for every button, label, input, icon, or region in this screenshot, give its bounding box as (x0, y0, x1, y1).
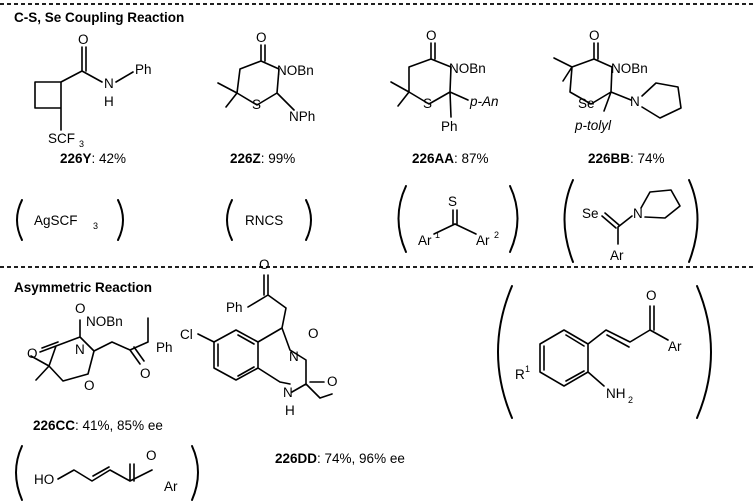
structure-226BB: O NOBn Se N p-tolyl (553, 28, 682, 133)
svg-text:Ph: Ph (226, 300, 243, 315)
reagent-thioketone: S Ar 1 Ar 2 (397, 185, 519, 253)
compound-226Y-label: 226Y: 42% (60, 151, 126, 166)
svg-text:SCF: SCF (48, 131, 75, 146)
svg-text:3: 3 (79, 139, 84, 149)
svg-text:NOBn: NOBn (611, 61, 648, 76)
svg-text:O: O (27, 346, 38, 361)
svg-text:Se: Se (582, 206, 599, 221)
structure-226DD: O Ph Cl N O NOBn N H O (180, 257, 338, 418)
svg-text:1: 1 (525, 364, 530, 374)
svg-text:N: N (283, 385, 293, 400)
svg-text:O: O (140, 366, 151, 381)
svg-text:HO: HO (34, 472, 54, 487)
svg-text:3: 3 (93, 221, 98, 231)
svg-text:NOBn: NOBn (86, 314, 123, 329)
svg-text:N: N (289, 349, 299, 364)
svg-text:NH: NH (606, 386, 626, 401)
svg-text:Ph: Ph (441, 119, 458, 134)
svg-text:2: 2 (628, 395, 633, 405)
svg-text:O: O (589, 28, 600, 43)
svg-text:Ar: Ar (610, 248, 624, 263)
svg-text:O: O (256, 30, 267, 45)
svg-text:N: N (630, 94, 640, 109)
svg-text:O: O (327, 374, 338, 389)
svg-text:Ar: Ar (418, 233, 432, 248)
svg-text:N: N (633, 206, 643, 221)
svg-text:N: N (75, 342, 85, 357)
svg-text:O: O (78, 32, 89, 47)
structure-226AA: O NOBn S p-An Ph (390, 28, 499, 134)
reagent-aminochalcone: R 1 O Ar NH 2 (497, 285, 712, 419)
reagent-selenoamide: Se N Ar (563, 179, 699, 263)
svg-text:1: 1 (435, 230, 440, 240)
compound-226BB-label: 226BB: 74% (588, 151, 665, 166)
compound-226DD-label: 226DD: 74%, 96% ee (275, 451, 405, 466)
svg-text:Ar: Ar (164, 479, 178, 494)
svg-text:Se: Se (578, 96, 595, 111)
svg-text:Ph: Ph (156, 340, 173, 355)
svg-text:S: S (448, 194, 457, 209)
svg-text:O: O (146, 448, 157, 463)
compound-226AA-label: 226AA: 87% (412, 151, 489, 166)
svg-text:H: H (104, 94, 114, 109)
cs-coupling-header: C-S, Se Coupling Reaction (14, 10, 184, 25)
svg-text:Cl: Cl (180, 327, 193, 342)
svg-text:R: R (515, 367, 525, 382)
structure-226CC: O NOBn N O O Ph O (27, 301, 173, 393)
reagent-rncs: RNCS (226, 199, 312, 241)
svg-text:O: O (75, 301, 86, 316)
svg-text:NPh: NPh (289, 109, 315, 124)
svg-text:S: S (423, 96, 432, 111)
svg-text:Ph: Ph (135, 62, 152, 77)
svg-text:RNCS: RNCS (245, 213, 283, 228)
svg-text:NOBn: NOBn (449, 61, 486, 76)
structure-226Z: O NOBn S NPh (217, 30, 315, 124)
asymmetric-header: Asymmetric Reaction (14, 280, 152, 295)
svg-text:S: S (252, 97, 261, 112)
svg-text:NOBn: NOBn (277, 63, 314, 78)
svg-text:O: O (308, 326, 319, 341)
svg-text:Ar: Ar (668, 339, 682, 354)
compound-226Z-label: 226Z: 99% (230, 151, 295, 166)
svg-text:H: H (285, 403, 295, 418)
svg-text:O: O (646, 288, 657, 303)
structure-226Y: O N Ph H SCF 3 (34, 32, 152, 149)
reagent-hydroxy-enone: HO O Ar (15, 445, 199, 501)
svg-text:N: N (104, 76, 114, 91)
svg-text:p-tolyl: p-tolyl (574, 118, 612, 133)
svg-text:2: 2 (494, 230, 499, 240)
svg-text:O: O (259, 257, 270, 272)
compound-226CC-label: 226CC: 41%, 85% ee (33, 418, 163, 433)
svg-text:AgSCF: AgSCF (34, 213, 78, 228)
svg-text:Ar: Ar (476, 233, 490, 248)
svg-text:O: O (426, 28, 437, 43)
reagent-agscf3: AgSCF 3 (16, 199, 124, 241)
svg-text:O: O (84, 378, 95, 393)
svg-text:p-An: p-An (469, 94, 499, 109)
